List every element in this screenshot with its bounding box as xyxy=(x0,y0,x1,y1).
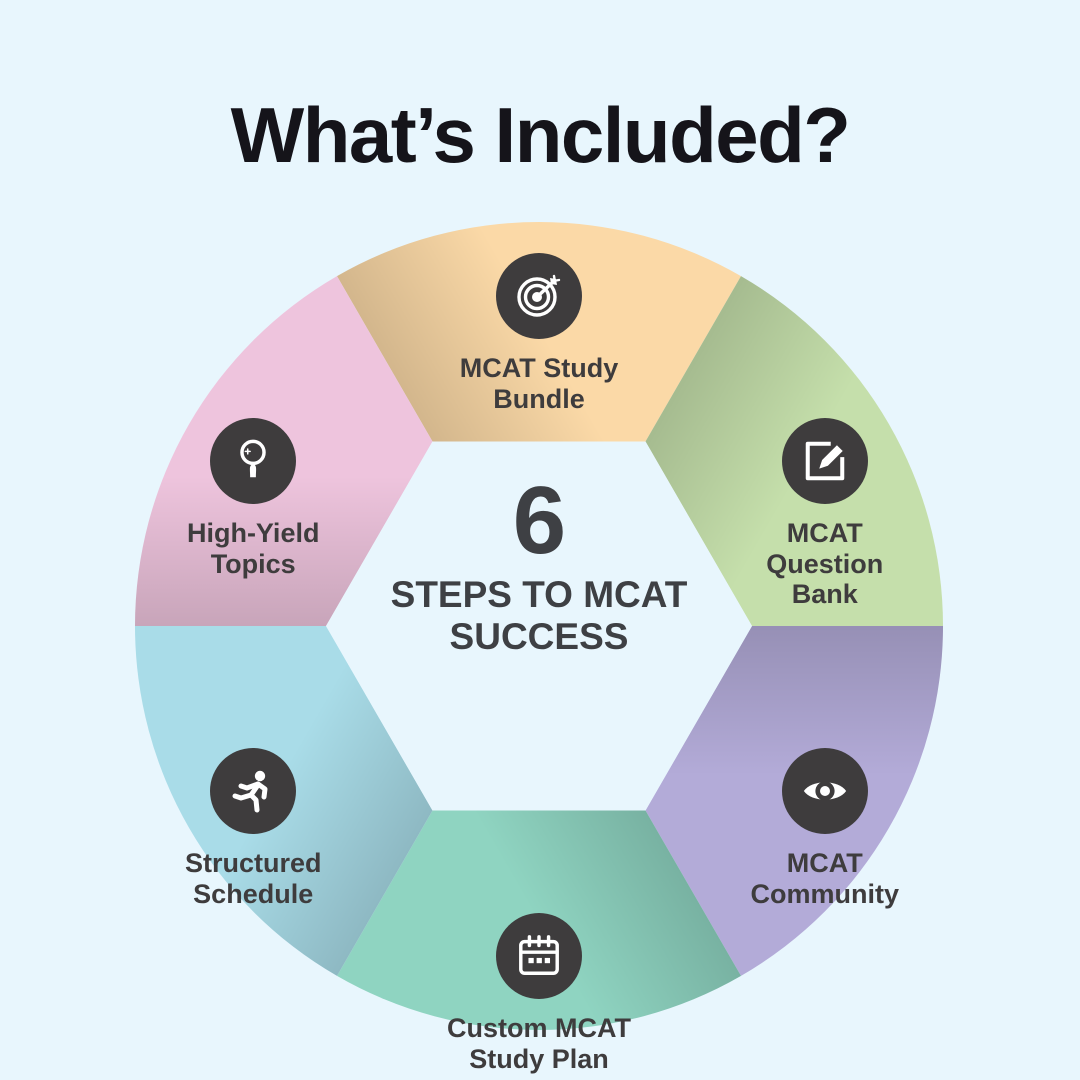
magnifier-icon xyxy=(210,418,297,504)
segment-item-high-yield-topics[interactable]: High-Yield Topics xyxy=(128,418,378,579)
edit-square-icon xyxy=(781,418,868,504)
segment-item-mcat-study-bundle[interactable]: MCAT Study Bundle xyxy=(414,253,664,414)
segment-item-mcat-community[interactable]: MCAT Community xyxy=(700,748,950,909)
page-title: What’s Included? xyxy=(230,91,851,179)
segment-label-mcat-question-bank: MCAT Question Bank xyxy=(766,518,884,609)
eye-icon xyxy=(781,748,868,834)
segment-item-custom-mcat-study-plan[interactable]: Custom MCAT Study Plan xyxy=(414,913,664,1074)
segment-label-high-yield-topics: High-Yield Topics xyxy=(186,518,320,579)
target-icon xyxy=(496,253,582,339)
segment-label-custom-mcat-study-plan: Custom MCAT Study Plan xyxy=(447,1013,631,1074)
segment-item-mcat-question-bank[interactable]: MCAT Question Bank xyxy=(700,418,950,610)
runner-icon xyxy=(210,748,297,834)
segment-item-structured-schedule[interactable]: Structured Schedule xyxy=(128,748,378,909)
segment-label-mcat-community: MCAT Community xyxy=(750,848,900,909)
center-hexagon xyxy=(326,441,752,811)
calendar-icon xyxy=(496,913,582,999)
segment-label-mcat-study-bundle: MCAT Study Bundle xyxy=(459,353,619,414)
segment-label-structured-schedule: Structured Schedule xyxy=(184,848,322,909)
